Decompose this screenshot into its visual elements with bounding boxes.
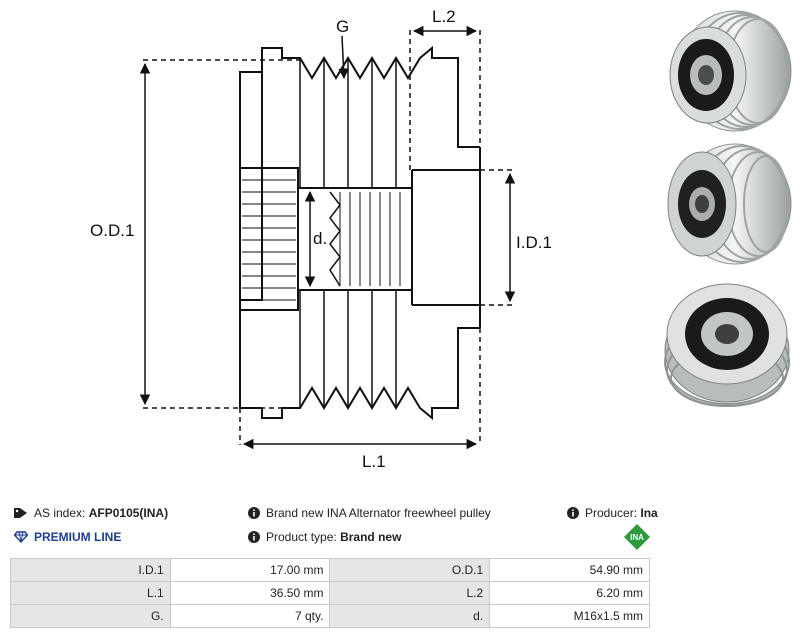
spec-label: O.D.1: [329, 558, 491, 582]
tag-icon: [14, 507, 28, 519]
description: Brand new INA Alternator freewheel pulle…: [248, 506, 491, 520]
pulley-side-photo: [667, 143, 792, 265]
spec-row: G.7 qty.d.M16x1.5 mm: [10, 604, 650, 628]
premium-line: PREMIUM LINE: [14, 530, 121, 544]
info-icon: [567, 507, 579, 519]
label-l2: L.2: [432, 7, 456, 26]
spec-value: 36.50 mm: [169, 581, 331, 605]
pulley-technical-drawing: G L.2 O.D.1 d. I.D.1 L.1: [90, 7, 552, 471]
diamond-icon: [14, 531, 28, 543]
spec-label: I.D.1: [10, 558, 171, 582]
producer: Producer: Ina: [567, 506, 658, 520]
spec-label: G.: [10, 604, 171, 628]
product-type-value: Brand new: [340, 530, 402, 544]
label-d: d.: [313, 229, 327, 248]
label-od1: O.D.1: [90, 221, 134, 240]
ina-brand-logo: INA: [624, 524, 650, 550]
as-index-value: AFP0105(INA): [88, 506, 169, 520]
spec-value: 17.00 mm: [169, 558, 331, 582]
as-index-label: AS index:: [34, 506, 86, 520]
info-row-2: PREMIUM LINE Product type: Brand new: [14, 526, 650, 548]
product-type-label: Product type:: [266, 530, 337, 544]
as-index: AS index: AFP0105(INA): [14, 506, 168, 520]
premium-line-label: PREMIUM LINE: [34, 530, 122, 544]
producer-label: Producer:: [585, 506, 638, 520]
spec-label: L.1: [10, 581, 171, 605]
spec-value: 54.90 mm: [489, 558, 650, 582]
spec-label: L.2: [329, 581, 491, 605]
info-icon: [248, 531, 260, 543]
pulley-front-photo: [669, 10, 792, 132]
ina-logo-text: INA: [630, 533, 644, 542]
label-g: G: [336, 17, 349, 36]
product-type: Product type: Brand new: [248, 530, 401, 544]
description-text: Brand new INA Alternator freewheel pulle…: [266, 506, 491, 520]
producer-value: Ina: [640, 506, 658, 520]
spec-value: 7 qty.: [169, 604, 331, 628]
spec-value: 6.20 mm: [489, 581, 650, 605]
label-l1: L.1: [362, 452, 386, 471]
spec-value: M16x1.5 mm: [489, 604, 650, 628]
spec-label: d.: [329, 604, 491, 628]
pulley-rear-photo: [664, 283, 790, 407]
info-row-1: AS index: AFP0105(INA) Brand new INA Alt…: [14, 502, 658, 524]
info-icon: [248, 507, 260, 519]
label-id1: I.D.1: [516, 233, 552, 252]
